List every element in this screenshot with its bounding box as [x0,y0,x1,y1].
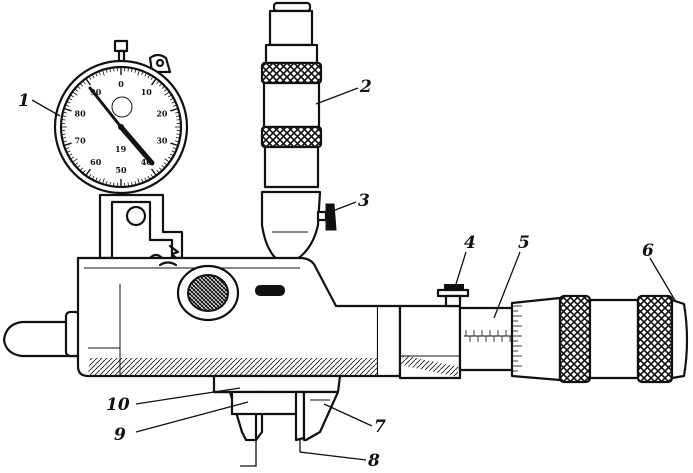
main-body [4,258,460,378]
dial-number: 0 [118,79,124,89]
label-8: 8 [367,451,380,469]
dial-tick [63,116,66,117]
dial-tick [176,137,179,138]
label-5: 5 [518,233,530,253]
label-1: 1 [18,91,30,111]
label-2: 2 [359,77,372,97]
ratchet-knurl [638,296,672,382]
ratchet-cap [672,300,687,378]
locking-screw [326,204,336,230]
thimble-knurl [560,296,590,382]
dial-small-scale-number: 19 [115,144,127,154]
horizontal-micrometer [460,296,687,382]
micrometer-sleeve [460,308,514,370]
dial-number: 50 [115,165,127,175]
viewing-window [188,275,228,311]
dial-tick [110,182,111,185]
dial-tick [110,69,111,72]
label-3: 3 [358,191,370,211]
dial-bracket [100,195,182,262]
measuring-jaws [214,376,340,440]
micrometer-thimble [512,298,560,380]
dial-number: 30 [156,135,168,145]
body-slot [255,285,285,296]
vertical-micrometer-head [262,3,336,262]
dial-tick [131,182,132,185]
dial-number: 70 [75,135,87,145]
label-6: 6 [642,241,654,261]
dial-tick [131,69,132,72]
jaw-tip [296,392,304,440]
label-9: 9 [114,425,126,445]
dial-number: 60 [90,157,102,167]
dial-tick [63,137,66,138]
dial-tick [176,116,179,117]
dial-number: 20 [156,109,168,119]
dial-number: 80 [75,109,87,119]
label-4: 4 [464,233,476,253]
knurled-ring-lower [262,127,321,147]
label-7: 7 [374,417,386,437]
dial-number: 10 [141,87,153,97]
clamp-screw [438,284,468,306]
knurled-ring-upper [262,63,321,83]
label-10: 10 [106,395,130,415]
